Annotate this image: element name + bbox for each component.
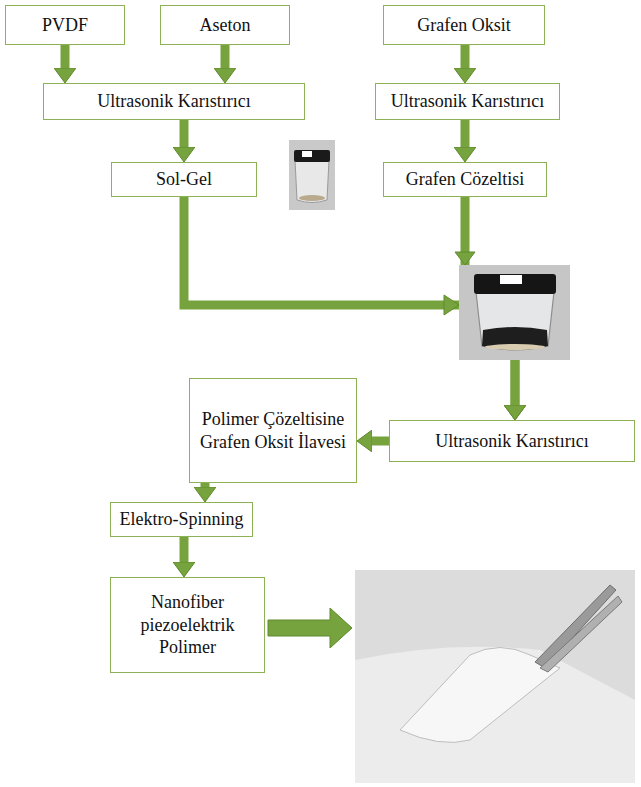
tweezers	[540, 596, 622, 672]
box-label: Elektro-Spinning	[120, 508, 244, 531]
box-label: Ultrasonik Karıstırıcı	[97, 90, 250, 113]
flow-arrow	[221, 45, 230, 68]
glass-jar	[295, 160, 329, 203]
box-label: PVDF	[42, 14, 88, 37]
process-box: Grafen Cözeltisi	[383, 162, 547, 197]
glass-jar	[476, 292, 554, 350]
tweezers	[535, 585, 616, 668]
dark-liquid	[482, 327, 548, 350]
process-box: Ultrasonik Karıstırıcı	[389, 420, 635, 462]
block-arrow	[268, 608, 352, 648]
nanofiber-photo	[355, 570, 635, 783]
box-label: Grafen Cözeltisi	[406, 168, 524, 191]
flow-arrow	[180, 537, 189, 562]
process-box: Sol-Gel	[111, 162, 257, 197]
arrow-head	[444, 295, 459, 315]
process-box: Ultrasonik Karıstırıcı	[375, 83, 560, 120]
flow-arrow	[372, 437, 389, 446]
flow-arrow	[461, 45, 470, 68]
process-box: Ultrasonik Karıstırıcı	[43, 83, 305, 120]
process-box: Nanofiber piezoelektrik Polimer	[110, 577, 265, 673]
liquid	[299, 195, 325, 201]
lid-label	[302, 151, 312, 157]
box-label: Ultrasonik Karıstırıcı	[391, 90, 544, 113]
lid-label	[500, 275, 522, 284]
liquid-rim	[485, 344, 545, 350]
mixing-jar-photo	[459, 265, 570, 360]
jar-lid	[294, 150, 330, 162]
photo-ground	[355, 570, 635, 783]
process-box: Aseton	[160, 5, 290, 45]
flow-arrow	[461, 120, 470, 147]
box-label: Nanofiber piezoelektrik Polimer	[119, 591, 256, 659]
process-box: Elektro-Spinning	[110, 502, 253, 537]
process-box: PVDF	[5, 5, 125, 45]
flow-arrow	[61, 45, 70, 68]
box-label: Sol-Gel	[156, 168, 212, 191]
box-label: Ultrasonik Karıstırıcı	[435, 430, 588, 453]
jar-lid	[474, 274, 556, 294]
box-label: Polimer Çözeltisine Grafen Oksit İlavesi	[198, 408, 348, 453]
flow-arrow	[180, 120, 189, 147]
arrow-head	[455, 252, 475, 265]
process-box: Polimer Çözeltisine Grafen Oksit İlavesi	[189, 378, 357, 483]
paper-sheet	[355, 647, 635, 783]
process-box: Grafen Oksit	[383, 5, 545, 45]
box-label: Aseton	[200, 14, 251, 37]
box-label: Grafen Oksit	[417, 14, 510, 37]
photo-ground	[289, 140, 335, 210]
small-jar-photo	[289, 140, 335, 210]
photo-ground	[459, 265, 570, 360]
flow-arrow	[201, 483, 210, 487]
